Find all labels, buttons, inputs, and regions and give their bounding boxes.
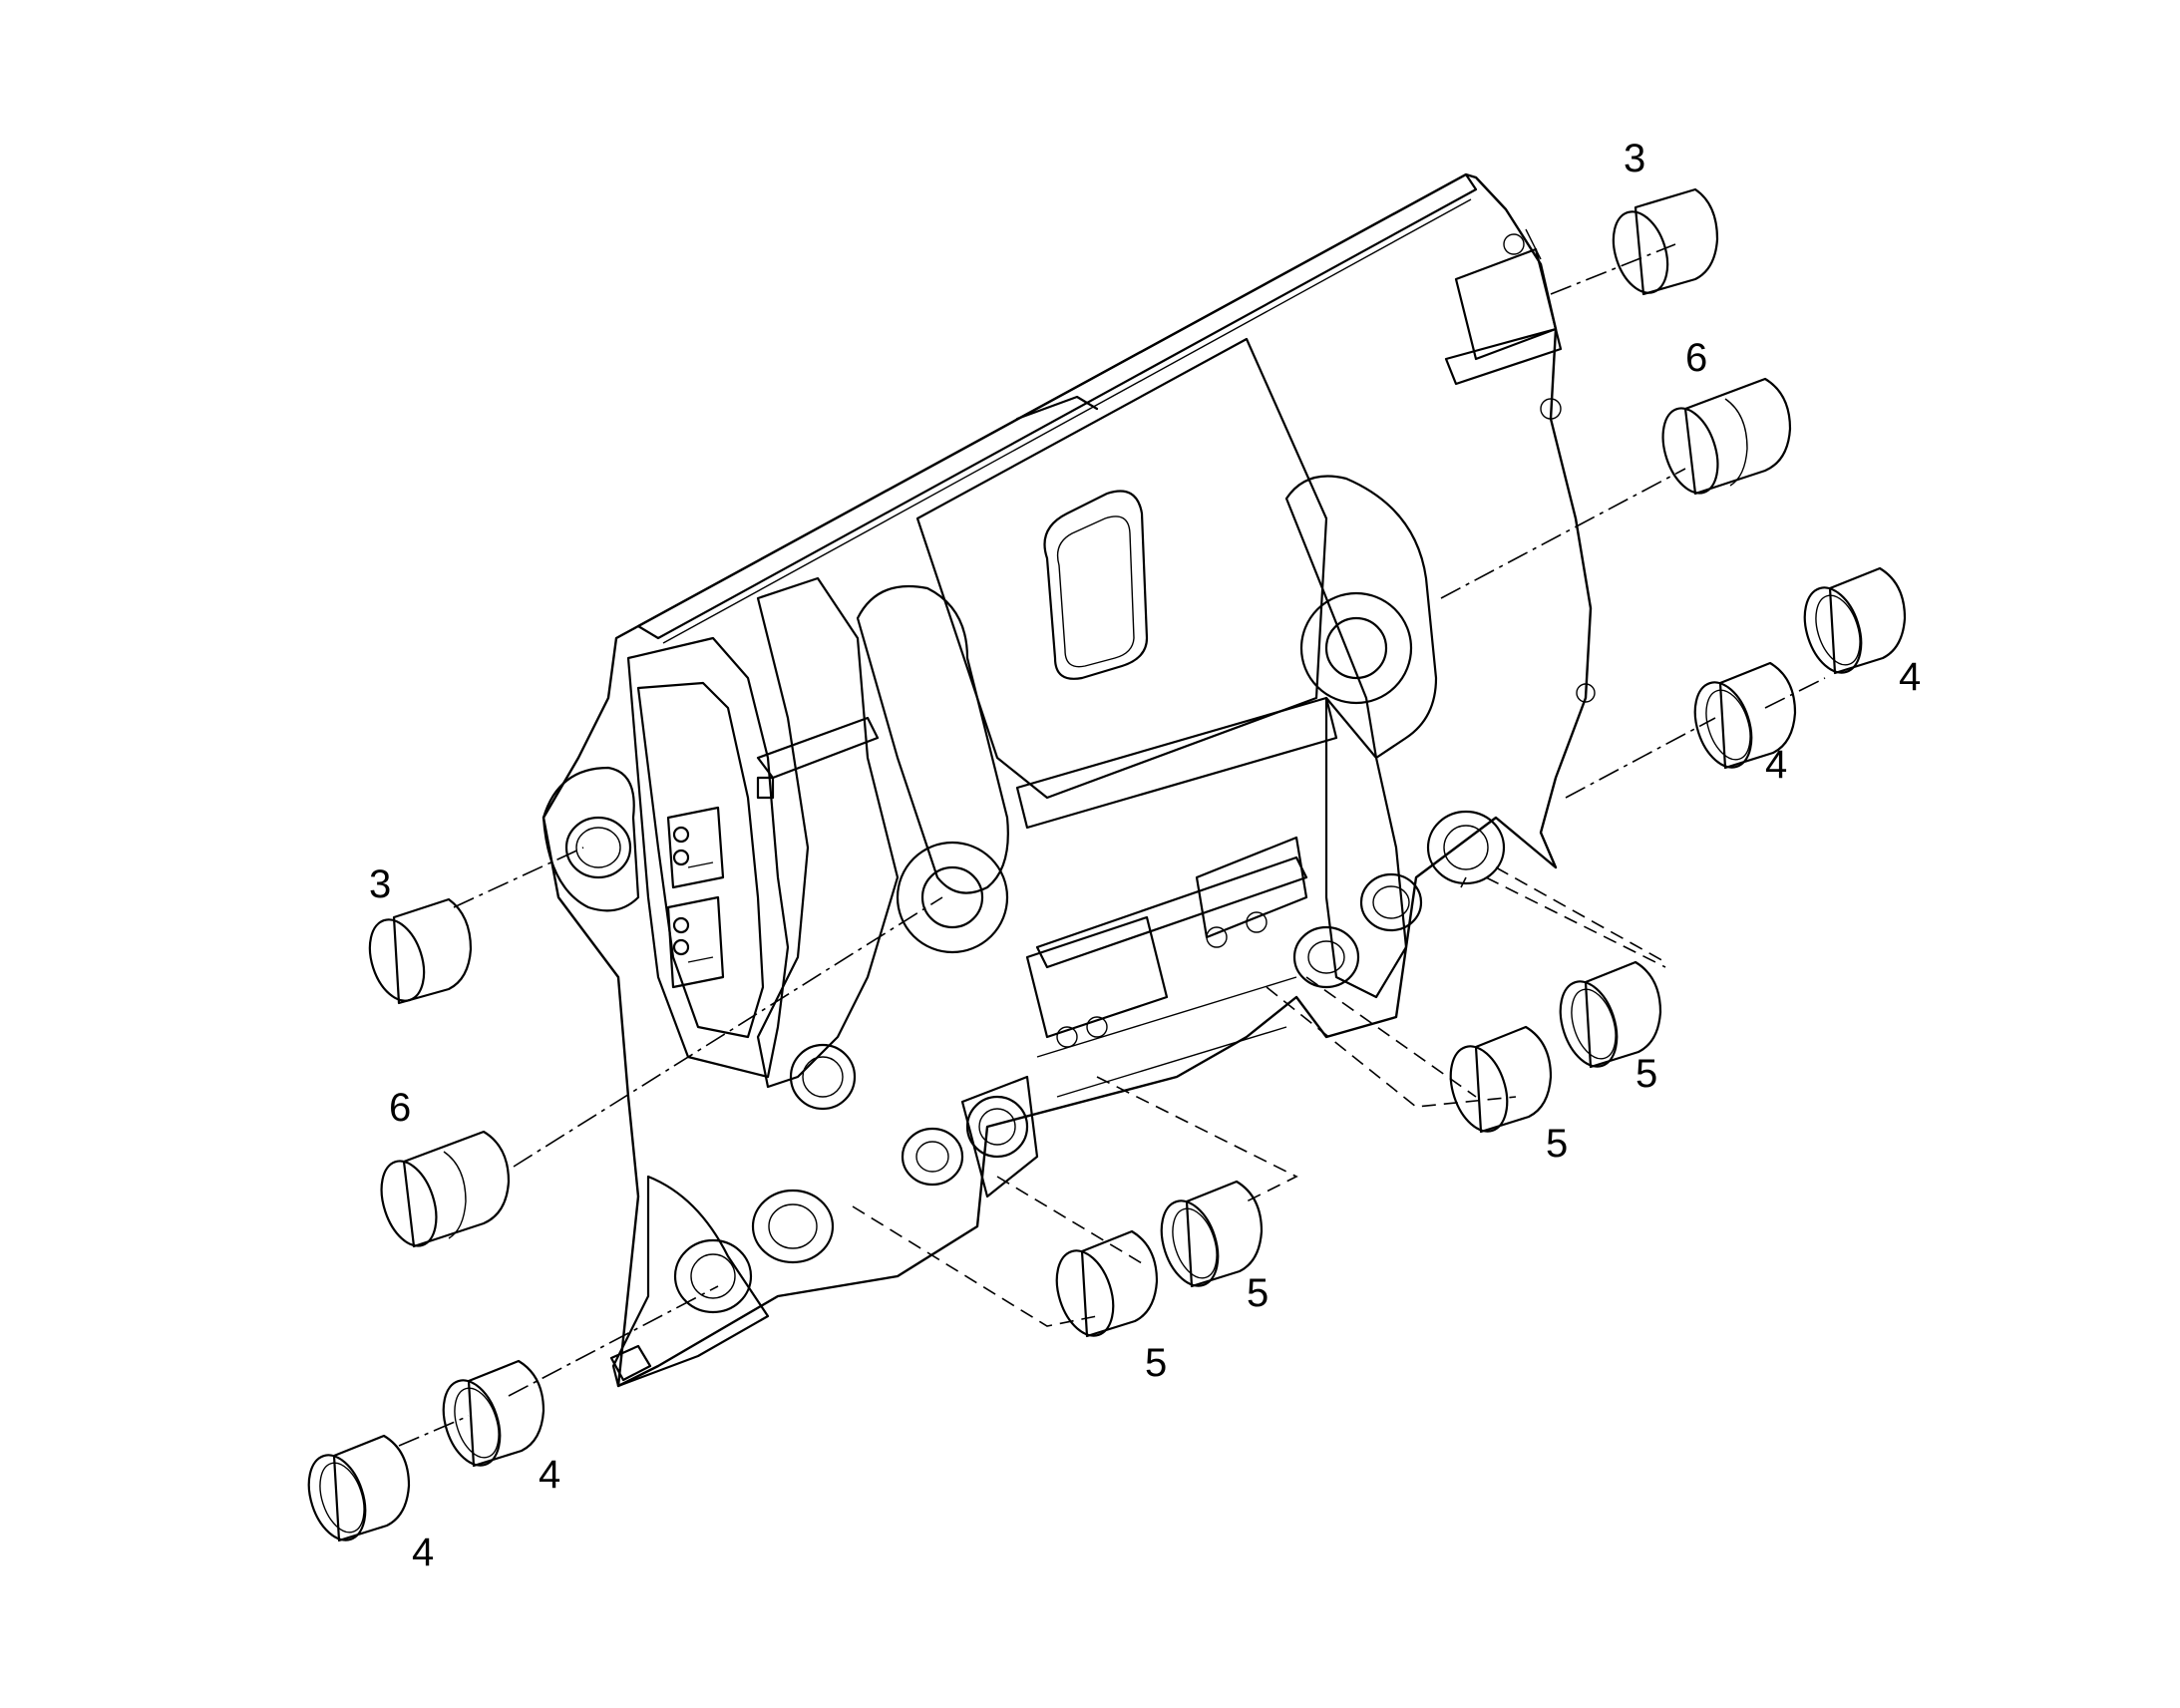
- bushing-4-right-upper: [1803, 566, 1907, 675]
- leader-lines: [398, 243, 1826, 1447]
- callout-label: 5: [1635, 1052, 1657, 1096]
- bushing-5-mid-b: [1055, 1229, 1159, 1338]
- callout-label: 3: [369, 862, 391, 906]
- bushing-3-left: [368, 897, 473, 1005]
- bushing-6-left: [380, 1130, 511, 1248]
- loader-frame: [542, 172, 1596, 1388]
- bushing-5-mid-a: [1160, 1180, 1264, 1288]
- callout-label: 4: [1899, 655, 1921, 699]
- callout-label: 5: [1247, 1271, 1269, 1315]
- callout-label: 4: [412, 1531, 434, 1574]
- bushing-4-left-lower: [307, 1434, 411, 1542]
- callout-labels: 3 6 4 4 5 5 3 6 4 4 5 5: [369, 137, 1921, 1574]
- callout-label: 3: [1624, 137, 1645, 180]
- callout-label: 6: [1685, 336, 1707, 380]
- callout-label: 5: [1145, 1341, 1167, 1385]
- callout-label: 4: [539, 1453, 560, 1497]
- bushing-4-right-lower: [1693, 661, 1797, 770]
- bushing-5-right-a: [1559, 960, 1662, 1069]
- callout-label: 5: [1546, 1122, 1568, 1166]
- callout-label: 4: [1765, 743, 1787, 787]
- callout-label: 6: [389, 1086, 411, 1130]
- bushing-6-top: [1661, 377, 1792, 496]
- bushing-3-top: [1612, 187, 1719, 296]
- bushing-4-left-upper: [442, 1359, 545, 1468]
- bushing-5-right-b: [1449, 1025, 1553, 1134]
